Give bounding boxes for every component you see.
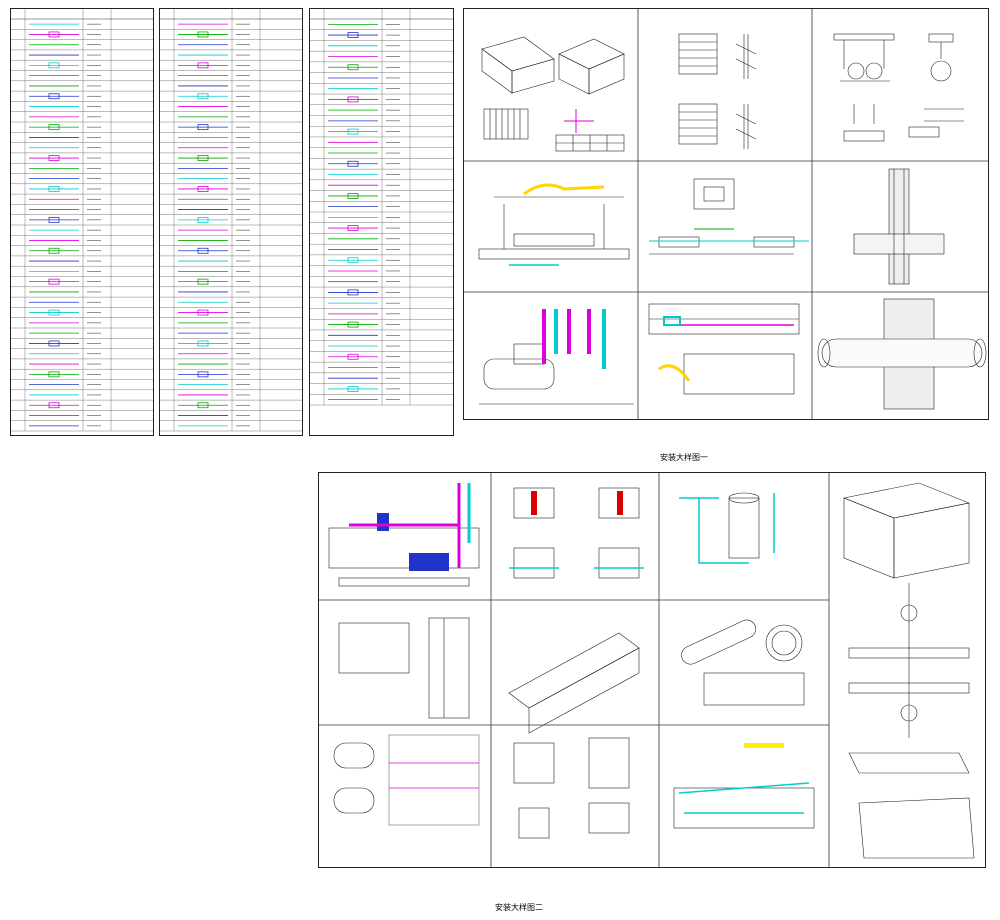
legend-symbol: [328, 386, 378, 392]
pipe-support-detail: [833, 33, 964, 142]
detail-sheet-2: [318, 472, 986, 868]
legend-sheet-1: [10, 8, 154, 436]
legend-symbol: [328, 128, 378, 135]
floor-penetration-detail: [817, 298, 987, 410]
pump-station-detail: [328, 527, 480, 587]
detail-sheet-2-drawing: [319, 473, 975, 867]
detail-sheet-1: [463, 8, 989, 420]
legend-symbol: [178, 186, 228, 192]
legend-symbol: [29, 31, 79, 38]
legend-symbol: [178, 216, 228, 223]
pipe-insulation-detail: [681, 619, 805, 706]
detail-sheet-2-caption: 安装大样图二: [495, 903, 543, 912]
legend-sheet-1-drawing: [11, 9, 153, 432]
legend-symbol: [178, 371, 228, 378]
detail-sheet-1-drawing: [464, 9, 988, 419]
legend-symbol: [29, 371, 79, 378]
chiller-piping-detail: [479, 343, 634, 405]
legend-symbol: [29, 62, 79, 69]
legend-symbol: [29, 340, 79, 347]
legend-symbol: [29, 186, 79, 192]
legend-symbol: [328, 289, 378, 296]
legend-sheet-2: [159, 8, 303, 436]
cable-trench-detail: [673, 787, 815, 829]
legend-sheet-2-drawing: [160, 9, 302, 432]
legend-symbol: [178, 62, 228, 69]
duct-support-detail: [513, 737, 630, 839]
legend-symbol: [328, 225, 378, 231]
wall-sleeve-detail: [513, 487, 640, 579]
legend-symbol: [29, 155, 79, 161]
legend-symbol: [328, 353, 378, 360]
legend-sheet-3: [309, 8, 454, 436]
detail-sheet-1-caption: 安装大样图一: [660, 453, 708, 462]
legend-symbol: [178, 340, 228, 347]
legend-symbol: [328, 193, 378, 199]
fan-hanger-detail: [478, 196, 630, 260]
legend-symbol: [29, 278, 79, 285]
legend-symbol: [328, 32, 378, 38]
legend-symbol: [178, 309, 228, 316]
legend-symbol: [178, 402, 228, 409]
duct-transition-detail: [481, 36, 625, 152]
legend-sheet-3-drawing: [310, 9, 453, 406]
legend-symbol: [29, 402, 79, 409]
expansion-tank-detail: [728, 492, 760, 559]
legend-symbol: [178, 278, 228, 285]
legend-symbol: [29, 93, 79, 100]
legend-symbol: [178, 93, 228, 100]
damper-detail: [678, 33, 757, 149]
flexible-duct-detail: [508, 632, 640, 734]
legend-symbol: [328, 96, 378, 103]
duct-flange-detail: [842, 482, 975, 859]
legend-symbol: [178, 124, 228, 131]
legend-symbol: [29, 247, 79, 254]
exhaust-hood-detail: [338, 617, 470, 719]
legend-symbol: [178, 31, 228, 38]
legend-symbol: [328, 64, 378, 71]
wall-penetration-detail: [853, 168, 945, 285]
legend-symbol: [178, 247, 228, 254]
legend-symbol: [178, 155, 228, 161]
legend-symbol: [29, 216, 79, 223]
legend-symbol: [29, 309, 79, 316]
legend-symbol: [29, 124, 79, 131]
legend-symbol: [328, 160, 378, 167]
ceiling-unit-detail: [649, 178, 795, 255]
legend-symbol: [328, 321, 378, 328]
curve-chart-detail: [388, 734, 480, 826]
legend-symbol: [328, 257, 378, 264]
